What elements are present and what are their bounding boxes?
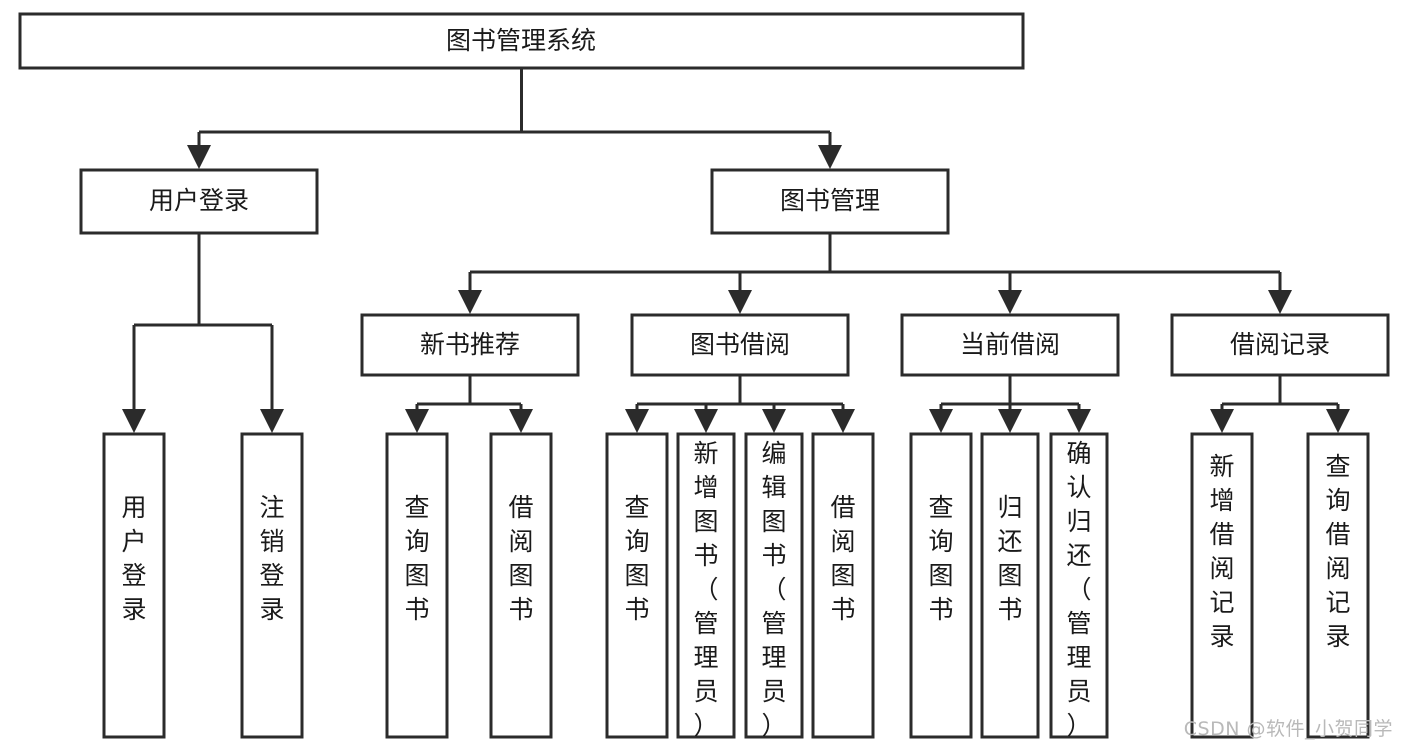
leaf-box-add-book <box>676 432 736 739</box>
leaf-label-borrow-book-1: 借阅图书 <box>508 493 533 624</box>
leaf-node-add-book[interactable]: 新增图书（管理员） <box>676 432 736 740</box>
leaf-label-user-login: 用户登录 <box>121 493 146 624</box>
node-box-borrow-record <box>1170 313 1390 377</box>
node-label-user-login: 用户登录 <box>149 186 249 215</box>
leaf-label-return-book: 归还图书 <box>997 493 1022 624</box>
leaf-box-add-record <box>1190 432 1254 739</box>
leaf-label-add-record: 新增借阅记录 <box>1209 452 1234 651</box>
leaf-box-query-book-1 <box>385 432 449 739</box>
node-book-borrow[interactable]: 图书借阅 <box>630 313 850 377</box>
node-new-book-recommend[interactable]: 新书推荐 <box>360 313 580 377</box>
node-book-management-system[interactable]: 图书管理系统 <box>18 12 1025 70</box>
connector-layer <box>122 68 1350 433</box>
leaf-label-edit-book: 编辑图书（管理员） <box>761 439 786 740</box>
leaf-box-edit-book <box>744 432 804 739</box>
leaf-label-borrow-book-2: 借阅图书 <box>830 493 855 624</box>
leaf-box-borrow-book-2 <box>811 432 875 739</box>
leaf-node-user-login[interactable]: 用户登录 <box>102 432 166 739</box>
leaf-node-return-book[interactable]: 归还图书 <box>980 432 1040 739</box>
leaf-node-borrow-book-2[interactable]: 借阅图书 <box>811 432 875 739</box>
leaf-node-logout-login[interactable]: 注销登录 <box>240 432 304 739</box>
node-box-new-book-recommend <box>360 313 580 377</box>
leaf-label-logout-login: 注销登录 <box>259 493 284 624</box>
leaf-label-query-book-2: 查询图书 <box>624 493 649 624</box>
leaf-node-query-book-3[interactable]: 查询图书 <box>909 432 973 739</box>
node-box-user-login <box>79 168 319 235</box>
node-box-book-borrow <box>630 313 850 377</box>
node-current-borrow[interactable]: 当前借阅 <box>900 313 1120 377</box>
node-label-book-management: 图书管理 <box>780 186 880 215</box>
node-label-new-book-recommend: 新书推荐 <box>420 330 520 359</box>
leaf-box-query-record <box>1306 432 1370 739</box>
node-label-book-borrow: 图书借阅 <box>690 330 790 359</box>
leaf-node-edit-book[interactable]: 编辑图书（管理员） <box>744 432 804 740</box>
node-label-borrow-record: 借阅记录 <box>1230 330 1330 359</box>
leaf-node-confirm-return[interactable]: 确认归还（管理员） <box>1049 432 1109 740</box>
node-book-management[interactable]: 图书管理 <box>710 168 950 235</box>
leaf-box-confirm-return <box>1049 432 1109 739</box>
leaf-label-add-book: 新增图书（管理员） <box>693 439 718 740</box>
leaf-label-query-book-1: 查询图书 <box>404 493 429 624</box>
node-box-book-management <box>710 168 950 235</box>
leaf-box-logout-login <box>240 432 304 739</box>
node-box-current-borrow <box>900 313 1120 377</box>
node-borrow-record[interactable]: 借阅记录 <box>1170 313 1390 377</box>
leaf-box-query-book-2 <box>605 432 669 739</box>
leaf-box-borrow-book-1 <box>489 432 553 739</box>
leaf-label-confirm-return: 确认归还（管理员） <box>1066 439 1091 740</box>
node-label-root: 图书管理系统 <box>446 26 596 55</box>
leaf-node-query-record[interactable]: 查询借阅记录 <box>1306 432 1370 739</box>
leaf-node-borrow-book-1[interactable]: 借阅图书 <box>489 432 553 739</box>
node-user-login[interactable]: 用户登录 <box>79 168 319 235</box>
leaf-label-query-book-3: 查询图书 <box>928 493 953 624</box>
node-label-current-borrow: 当前借阅 <box>960 330 1060 359</box>
leaf-box-user-login <box>102 432 166 739</box>
leaf-box-query-book-3 <box>909 432 973 739</box>
leaf-node-query-book-1[interactable]: 查询图书 <box>385 432 449 739</box>
leaf-label-query-record: 查询借阅记录 <box>1325 452 1350 651</box>
leaf-box-return-book <box>980 432 1040 739</box>
node-box-root <box>18 12 1025 70</box>
leaf-node-add-record[interactable]: 新增借阅记录 <box>1190 432 1254 739</box>
leaf-node-query-book-2[interactable]: 查询图书 <box>605 432 669 739</box>
